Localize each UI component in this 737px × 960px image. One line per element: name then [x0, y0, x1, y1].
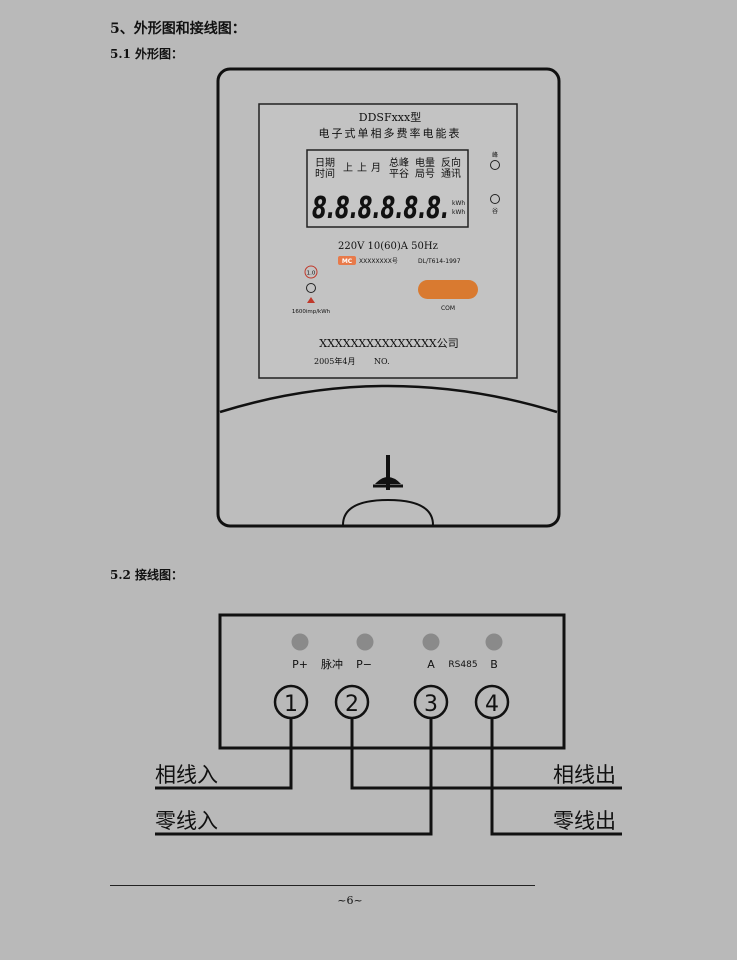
meter-license: XXXXXXXX号 [359, 258, 398, 265]
wire-phase-out [350, 719, 622, 790]
meter-rating: 220V 10(60)A 50Hz [338, 241, 438, 252]
meter-standard: DL/T614-1997 [418, 258, 461, 265]
impulse-constant: 1600imp/kWh [292, 309, 331, 315]
accuracy-class-text: 1.0 [307, 271, 316, 277]
label-phase-out: 相线出 [553, 763, 616, 787]
lcd-unit-bottom: kWh [452, 209, 465, 216]
indicator-peak-led-icon [490, 160, 500, 170]
terminal-label-b: B [490, 658, 498, 671]
pulse-led-icon [306, 283, 316, 293]
terminal-cover-arch [342, 498, 434, 526]
terminal-block [218, 613, 566, 750]
terminal-label-p-plus: P+ [292, 658, 308, 671]
lcd-label-up2: 上 [357, 162, 367, 174]
terminal-4-number: 4 [485, 692, 499, 717]
terminal-led-p-plus-icon [291, 633, 309, 651]
lcd-label-flat-valley: 平谷 [389, 168, 409, 180]
lcd-label-number: 局号 [415, 168, 435, 180]
terminal-3-number: 3 [424, 692, 438, 717]
wire-neutral-out [490, 719, 622, 836]
lcd-label-date: 日期 [315, 157, 335, 169]
lcd-label-energy: 电量 [415, 156, 435, 169]
meter-name: 电子式单相多费率电能表 [319, 126, 462, 140]
wire-neutral-in [155, 719, 433, 836]
subsection-heading-wiring: 5.2 接线图： [110, 568, 184, 582]
lcd-label-month: 月 [371, 162, 381, 174]
com-port [418, 280, 478, 299]
page-number: ~6~ [337, 894, 363, 907]
manufacture-date: 2005年4月 [314, 356, 355, 366]
label-neutral-in: 零线入 [155, 809, 218, 833]
terminal-3 [413, 684, 449, 720]
meter-model: DDSFxxx型 [359, 110, 421, 124]
terminal-led-p-minus-icon [356, 633, 374, 651]
indicator-valley-label: 谷 [492, 207, 498, 215]
footer-rule [110, 885, 535, 886]
lcd-label-comm: 通讯 [441, 168, 461, 180]
terminal-1-number: 1 [284, 692, 298, 717]
lcd-label-reverse: 反向 [441, 156, 461, 169]
terminal-1 [273, 684, 309, 720]
lcd-label-up1: 上 [343, 162, 353, 174]
lcd-unit-top: kWh [452, 200, 465, 207]
accuracy-class-badge [304, 265, 318, 279]
cover-separation-line [219, 384, 558, 414]
lcd-label-time: 时间 [315, 167, 335, 180]
terminal-label-a: A [427, 658, 435, 671]
mc-mark-text: MC [342, 258, 353, 265]
terminal-label-pulse: 脉冲 [321, 657, 343, 671]
serial-no-label: NO. [374, 357, 390, 366]
pulse-arrow-icon [307, 297, 315, 303]
lcd-digits: 8.8.8.8.8.8. [312, 191, 449, 226]
lcd-label-total-peak: 总峰 [389, 156, 409, 169]
label-phase-in: 相线入 [155, 763, 218, 787]
terminal-label-p-minus: P− [356, 658, 372, 671]
com-port-label: COM [441, 305, 455, 312]
indicator-peak-label: 峰 [492, 151, 498, 159]
mc-mark-logo [338, 256, 356, 265]
label-neutral-out: 零线出 [553, 809, 616, 833]
terminal-2 [334, 684, 370, 720]
terminal-label-rs485: RS485 [448, 660, 477, 670]
terminal-4 [474, 684, 510, 720]
section-heading: 5、外形图和接线图： [110, 21, 246, 37]
subsection-heading-appearance: 5.1 外形图： [110, 47, 184, 61]
indicator-valley-led-icon [490, 194, 500, 204]
terminal-led-a-icon [422, 633, 440, 651]
terminal-led-b-icon [485, 633, 503, 651]
manufacturer-name: XXXXXXXXXXXXXXX公司 [319, 337, 458, 350]
lcd-display [306, 149, 469, 228]
wire-phase-in [155, 719, 293, 790]
seal-icon [375, 477, 401, 484]
terminal-2-number: 2 [345, 692, 359, 717]
